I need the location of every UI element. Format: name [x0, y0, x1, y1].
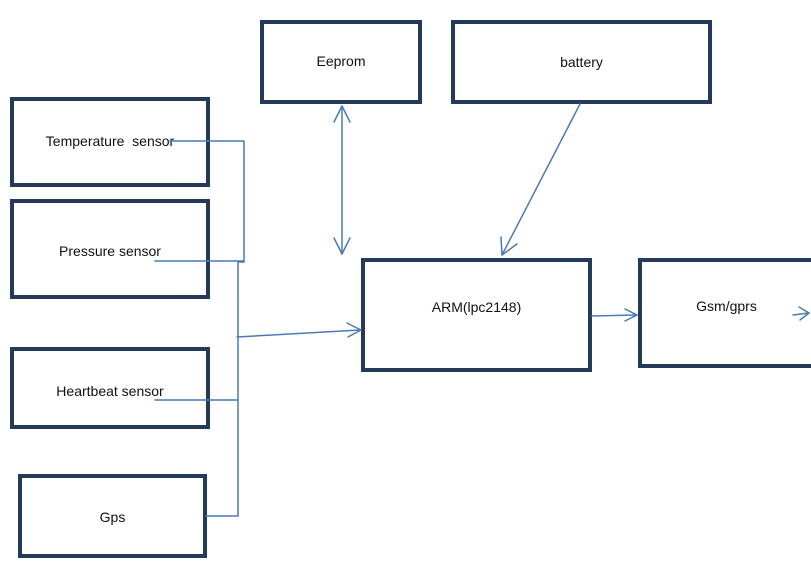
block-arm-lpc2148-label: ARM(lpc2148) [431, 299, 522, 315]
sensor-bus-wire [205, 261, 245, 517]
block-battery-label: battery [560, 54, 603, 70]
battery-to-arm-arrow [501, 103, 581, 256]
block-temperature-sensor-label: Temperature sensor [45, 133, 175, 149]
block-arm-lpc2148: ARM(lpc2148) [361, 258, 592, 372]
block-pressure-sensor: Pressure sensor [10, 199, 210, 299]
block-heartbeat-sensor: Heartbeat sensor [10, 347, 210, 429]
block-battery: battery [451, 20, 712, 104]
block-gps-label: Gps [99, 509, 126, 525]
block-gsm-gprs-label: Gsm/gprs [696, 298, 757, 314]
block-heartbeat-sensor-label: Heartbeat sensor [56, 383, 164, 399]
arm-to-gsm-arrowhead [624, 308, 638, 322]
block-temperature-sensor: Temperature sensor [10, 97, 210, 187]
sensor-bus-to-arm-arrowhead [346, 322, 362, 338]
battery-to-arm-arrowhead [500, 236, 518, 256]
block-gps: Gps [18, 474, 207, 558]
arm-arrowhead-down [333, 237, 351, 255]
block-gsm-gprs: Gsm/gprs [638, 258, 811, 368]
block-pressure-sensor-label: Pressure sensor [59, 243, 161, 259]
block-eeprom: Eeprom [260, 20, 422, 104]
sensor-bus-to-arm-arrow [236, 329, 361, 338]
block-eeprom-label: Eeprom [316, 53, 366, 69]
eeprom-arrowhead-up [333, 105, 351, 123]
arm-to-gsm-arrow [591, 314, 638, 317]
